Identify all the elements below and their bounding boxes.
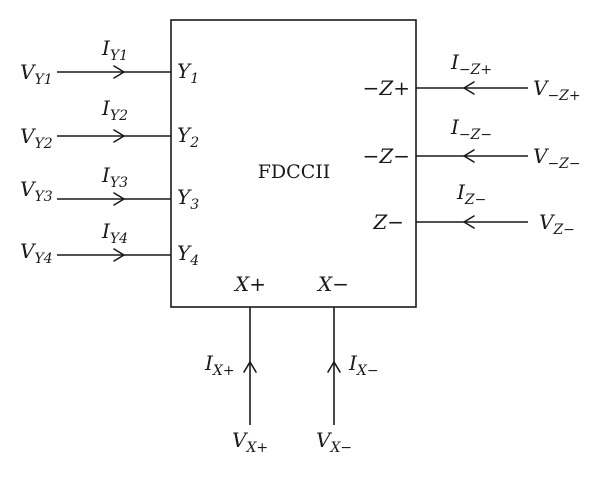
voltage-label-x-minus: VX− <box>316 428 352 456</box>
current-label-x-plus: IX+ <box>204 351 235 379</box>
pin-label-z-minus: Z− <box>372 210 404 234</box>
current-arrow-minus-z-minus <box>463 149 475 163</box>
input-y2: VY2 IY2 Y2 <box>20 96 199 152</box>
voltage-label-minus-z-plus: V−Z+ <box>533 76 581 104</box>
current-label-y1: IY1 <box>101 36 128 64</box>
pin-label-y4: Y4 <box>177 241 199 269</box>
output-z-minus: Z− IZ− VZ− <box>372 180 575 238</box>
current-arrow-y3 <box>113 192 125 206</box>
pin-label-x-minus: X− <box>316 272 349 296</box>
current-arrow-minus-z-plus <box>463 81 475 95</box>
current-label-y2: IY2 <box>101 96 128 124</box>
current-arrow-y1 <box>113 65 125 79</box>
voltage-label-y1: VY1 <box>20 60 53 88</box>
input-y1: VY1 IY1 Y1 <box>20 36 199 88</box>
current-arrow-y2 <box>113 129 125 143</box>
pin-label-minus-z-minus: −Z− <box>363 144 410 168</box>
current-arrow-z-minus <box>463 215 475 229</box>
current-label-minus-z-minus: I−Z− <box>450 115 492 143</box>
current-label-z-minus: IZ− <box>456 180 486 208</box>
pin-label-x-plus: X+ <box>233 272 266 296</box>
block-title: FDCCII <box>258 161 331 183</box>
port-x-minus: X− IX− VX− <box>316 272 379 456</box>
voltage-label-y3: VY3 <box>20 177 53 205</box>
voltage-label-x-plus: VX+ <box>232 428 268 456</box>
pin-label-y3: Y3 <box>177 185 199 213</box>
current-label-y3: IY3 <box>101 163 128 191</box>
current-arrow-x-plus <box>243 361 257 373</box>
current-arrow-x-minus <box>327 361 341 373</box>
voltage-label-minus-z-minus: V−Z− <box>533 144 581 172</box>
input-y3: VY3 IY3 Y3 <box>20 163 199 213</box>
current-label-minus-z-plus: I−Z+ <box>450 50 492 78</box>
voltage-label-z-minus: VZ− <box>539 210 575 238</box>
pin-label-y2: Y2 <box>177 123 199 151</box>
pin-label-minus-z-plus: −Z+ <box>363 76 410 100</box>
current-label-y4: IY4 <box>101 219 128 247</box>
fdccii-block <box>170 19 417 308</box>
current-label-x-minus: IX− <box>348 351 379 379</box>
pin-label-y1: Y1 <box>177 59 199 87</box>
voltage-label-y4: VY4 <box>20 239 53 267</box>
input-y4: VY4 IY4 Y4 <box>20 219 199 269</box>
current-arrow-y4 <box>113 248 125 262</box>
voltage-label-y2: VY2 <box>20 124 53 152</box>
output-minus-z-minus: −Z− I−Z− V−Z− <box>363 115 581 172</box>
port-x-plus: X+ IX+ VX+ <box>204 272 268 456</box>
output-minus-z-plus: −Z+ I−Z+ V−Z+ <box>363 50 581 104</box>
